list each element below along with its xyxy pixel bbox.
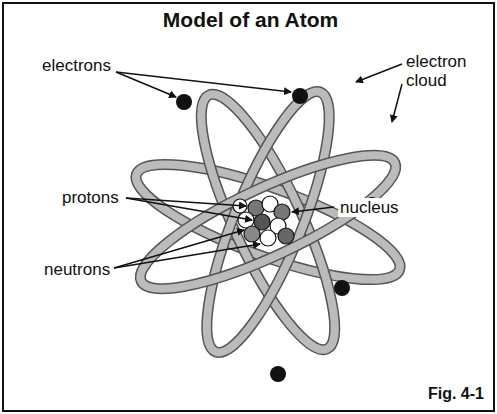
- electron-orbits: [125, 79, 411, 364]
- part-label: nucleus: [338, 198, 401, 217]
- part-label: neutrons: [42, 260, 112, 279]
- figure-caption: Fig. 4-1: [426, 384, 486, 403]
- nucleus-particles: [233, 196, 294, 246]
- part-label: electron cloud: [404, 52, 474, 90]
- frame: [3, 3, 494, 411]
- electron-dots: [176, 88, 380, 382]
- part-label: protons: [60, 188, 121, 207]
- part-label: electrons: [40, 56, 113, 75]
- leader-lines: [114, 64, 402, 268]
- diagram-title: Model of an Atom: [0, 10, 497, 29]
